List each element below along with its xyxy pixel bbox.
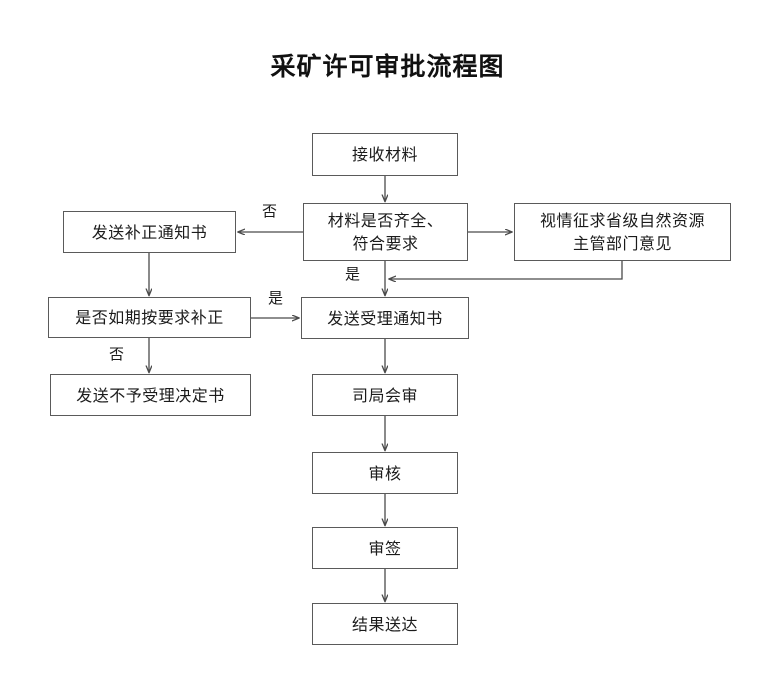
node-provincial-opinion-label-line2: 主管部门意见 [572,234,672,253]
node-receive-materials-label: 接收材料 [351,145,418,164]
node-acceptance-notice-label: 发送受理通知书 [327,308,443,328]
node-check-materials-label-line2: 符合要求 [352,234,419,253]
node-receive-materials[interactable]: 接收材料 [312,133,458,176]
node-deliver-result[interactable]: 结果送达 [312,603,458,645]
node-examine[interactable]: 审核 [312,452,458,494]
node-correction-notice[interactable]: 发送补正通知书 [63,211,236,253]
node-corrected-on-time[interactable]: 是否如期按要求补正 [48,297,251,338]
node-check-materials-label-line1: 材料是否齐全、 [327,211,444,230]
node-sign-off[interactable]: 审签 [312,527,458,569]
node-provincial-opinion-label-line1: 视情征求省级自然资源 [539,211,705,230]
node-acceptance-notice[interactable]: 发送受理通知书 [301,297,469,339]
node-joint-review-label: 司局会审 [351,385,418,405]
node-correction-notice-label: 发送补正通知书 [91,222,208,242]
node-check-materials[interactable]: 材料是否齐全、 符合要求 [303,203,468,261]
node-rejection-notice-label: 发送不予受理决定书 [76,385,225,405]
edge-label-no-not-corrected: 否 [109,345,125,363]
edge-label-yes-corrected: 是 [268,289,284,307]
edge-provincial-to-trunk [389,261,623,279]
edge-label-no-incomplete: 否 [262,202,278,220]
node-deliver-result-label: 结果送达 [351,614,418,634]
node-examine-label: 审核 [368,463,402,483]
page-title: 采矿许可审批流程图 [270,52,505,81]
node-rejection-notice[interactable]: 发送不予受理决定书 [50,374,251,416]
node-provincial-opinion[interactable]: 视情征求省级自然资源 主管部门意见 [514,203,731,261]
node-sign-off-label: 审签 [368,538,402,558]
node-joint-review[interactable]: 司局会审 [312,374,458,416]
edge-label-yes-complete: 是 [345,265,361,283]
node-corrected-on-time-label: 是否如期按要求补正 [75,308,224,327]
